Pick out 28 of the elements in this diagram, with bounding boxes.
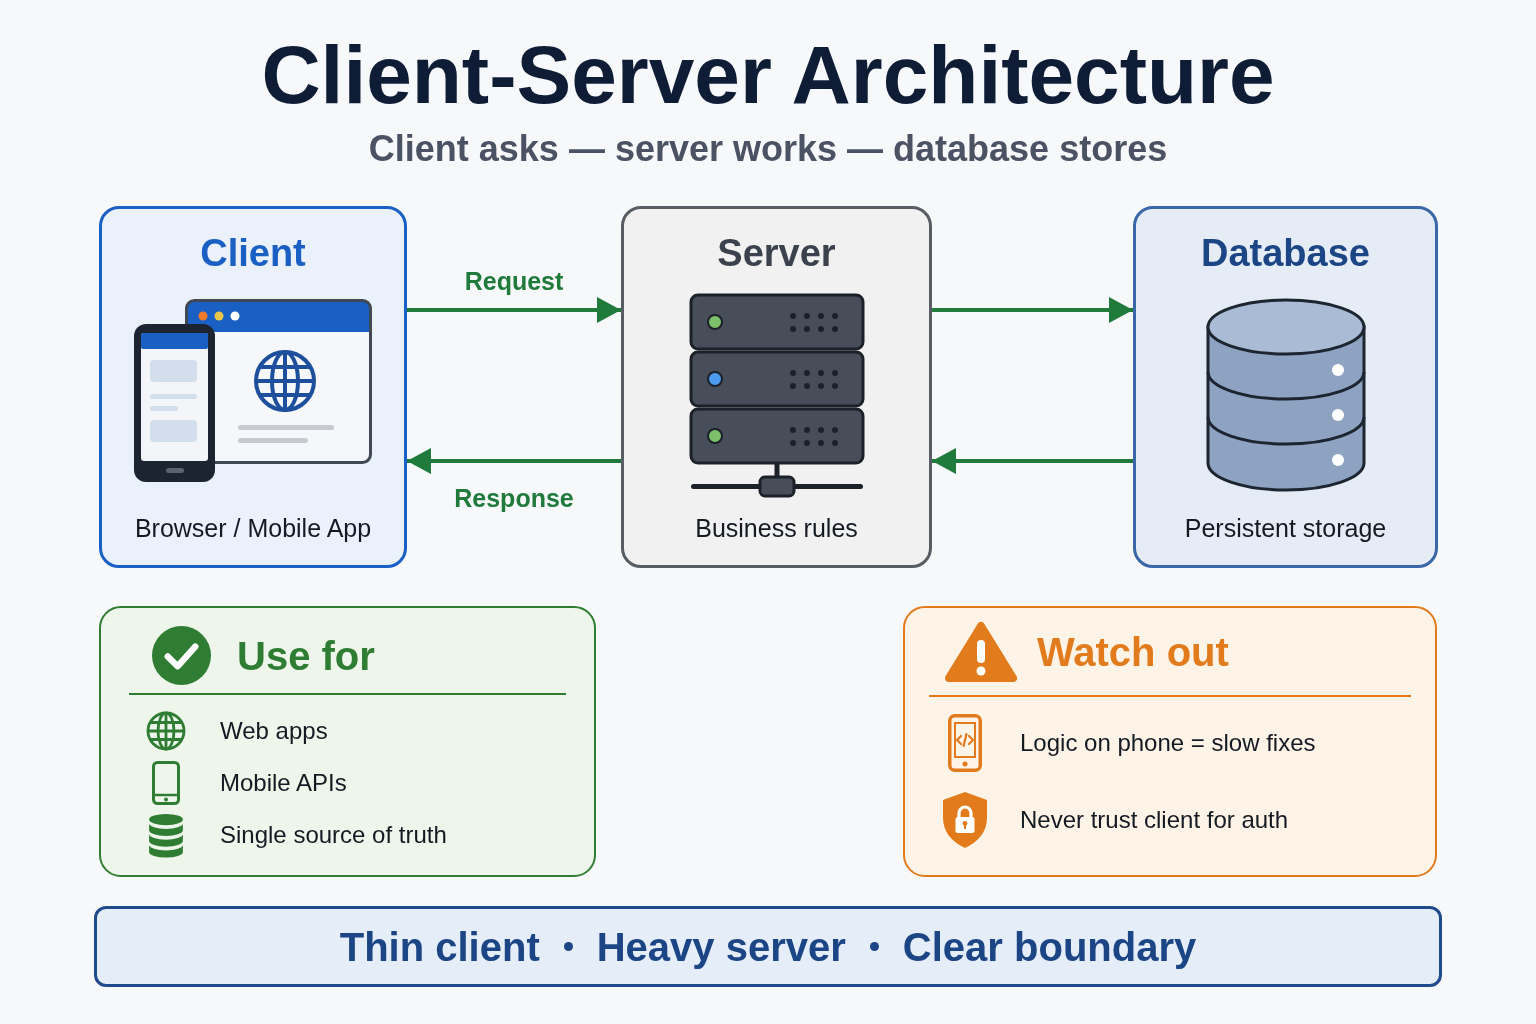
subtitle: Client asks — server works — database stores [368,127,1168,170]
banner-text: Clear boundary [902,923,1197,971]
arrow [932,297,1133,323]
list-item-text: Never trust client for auth [1020,804,1289,835]
banner-text: Heavy server [596,923,846,971]
card-heading: Client [200,231,306,275]
summary-banner [94,906,1442,987]
card-caption: Persistent storage [1184,513,1387,543]
arrow [407,297,621,323]
tier-card [99,206,407,568]
panel-heading: Use for [237,632,375,679]
arrow [932,448,1133,474]
tier-card [1133,206,1438,568]
arrow [407,448,621,474]
card-heading: Server [717,231,836,275]
list-item-text: Mobile APIs [220,768,347,798]
list-item-text: Logic on phone = slow fixes [1020,727,1316,758]
card-caption: Business rules [695,513,858,543]
diagram-title: Client-Server Architecture [261,34,1275,116]
panel-heading: Watch out [1037,629,1229,675]
tier-card [621,206,932,568]
warning-panel [903,606,1437,877]
card-heading: Database [1201,231,1370,275]
list-item-text: Web apps [220,716,328,746]
info-panel [99,606,596,877]
banner-text: Thin client [339,923,540,971]
card-caption: Browser / Mobile App [134,513,372,543]
list-item-text: Single source of truth [220,820,447,850]
